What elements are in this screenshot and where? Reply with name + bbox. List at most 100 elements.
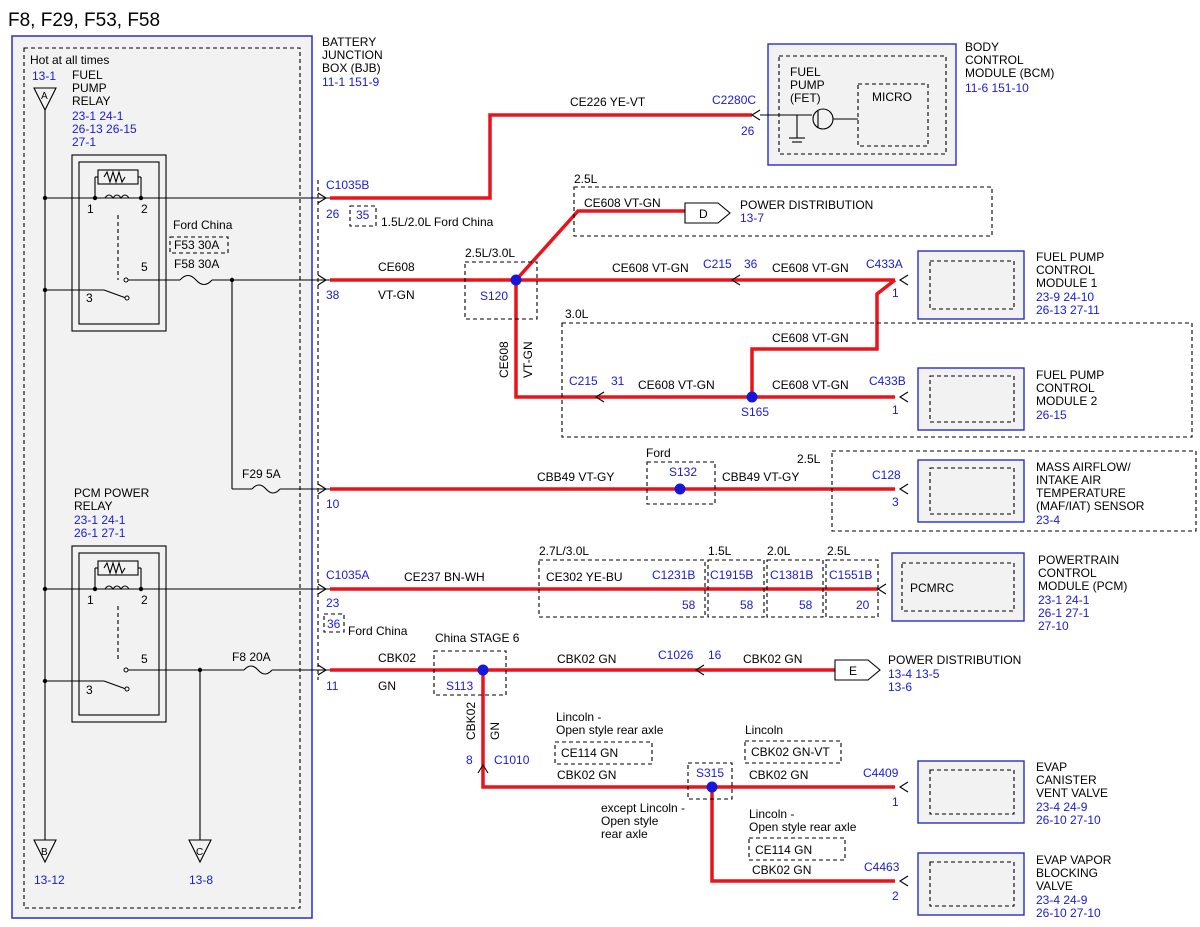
- c215-label: C215: [703, 257, 732, 271]
- c1035a-label: C1035A: [326, 568, 369, 582]
- bcm-fet-1: FUEL: [790, 65, 821, 79]
- fpcm1-label-2: CONTROL: [1036, 263, 1095, 277]
- fpr-switch-icon: [42, 277, 130, 301]
- c1035a-pin: 23: [326, 596, 340, 610]
- evap-block-label-2: BLOCKING: [1036, 866, 1098, 880]
- pcm-variant-3: 2.0L: [767, 544, 791, 558]
- fuse-f58: F58 30A: [174, 257, 219, 271]
- diagram-title: F8, F29, F53, F58: [8, 10, 160, 31]
- lincoln-note-1a: Lincoln -: [556, 710, 601, 724]
- fuse-f8: F8 20A: [232, 650, 271, 664]
- conn-a-letter: A: [41, 91, 48, 102]
- fpr-box-outer: [71, 154, 167, 332]
- pcmr-label-1: PCM POWER: [74, 486, 150, 500]
- pd-d-variant: 2.5L: [574, 172, 598, 186]
- pcm-ref-1: 23-1 24-1: [1038, 593, 1090, 607]
- pcm-box: [891, 552, 1025, 622]
- wire-ce608-d: CE608 VT-GN: [584, 196, 661, 210]
- conn-c-triangle: [188, 839, 212, 864]
- wire-vtgn-s120: VT-GN: [378, 288, 415, 302]
- c4463-pin: 2: [892, 889, 899, 903]
- c1035b-pin: 26: [326, 207, 340, 221]
- pcmr-ref-1: 23-1 24-1: [74, 513, 126, 527]
- pcm-label-2: CONTROL: [1038, 566, 1097, 580]
- fpcm2-label-3: MODULE 2: [1036, 394, 1098, 408]
- s132-node: [674, 483, 686, 495]
- fpcm2-label-2: CONTROL: [1036, 381, 1095, 395]
- alt-ce114-3: CE114 GN: [755, 843, 812, 857]
- wires: [330, 113, 897, 883]
- c433b-label: C433B: [869, 374, 906, 388]
- s120-variant: 2.5L/3.0L: [465, 246, 515, 260]
- evap-vent-ref-2: 26-10 27-10: [1036, 813, 1101, 827]
- pcmr-pin5: 5: [141, 652, 148, 666]
- c4463-label: C4463: [864, 860, 900, 874]
- pd-d-letter: D: [699, 207, 708, 221]
- pd-e-label: POWER DISTRIBUTION: [888, 653, 1021, 667]
- wire-gn-vert: GN: [488, 722, 502, 740]
- wire-cbb49-right: CBB49 VT-GY: [722, 470, 799, 484]
- c1010-label: C1010: [494, 753, 530, 767]
- fpcm1-box: [917, 250, 1025, 320]
- fpr-ref-1: 23-1 24-1: [72, 109, 124, 123]
- fuse-f29: F29 5A: [242, 467, 281, 481]
- bjb-box: [11, 35, 313, 919]
- s120-node: [510, 274, 522, 286]
- pcm-ref-3: 27-10: [1038, 619, 1069, 633]
- maf-label-1: MASS AIRFLOW/: [1036, 460, 1131, 474]
- evap-block-label-3: VALVE: [1036, 879, 1073, 893]
- fpr-pin2: 2: [141, 202, 148, 216]
- conn-c-letter: C: [196, 847, 203, 858]
- c1381b-pin: 58: [799, 598, 813, 612]
- fpcm1-label-1: FUEL PUMP: [1036, 250, 1104, 264]
- bjb-label-1: BATTERY: [322, 35, 376, 49]
- c1231b-label: C1231B: [652, 568, 695, 582]
- fpr-label-1: FUEL: [72, 68, 103, 82]
- c215-31-arrow: [594, 391, 605, 403]
- evap-vent-box: [917, 760, 1025, 824]
- lincoln-note-1b: Open style rear axle: [556, 723, 664, 737]
- wire-cbk02-evap-vb: CBK02 GN: [752, 863, 811, 877]
- fpcm1-ref-2: 26-13 27-11: [1036, 303, 1100, 317]
- c1035b-alt-pin: 35: [356, 208, 370, 222]
- s113-label: S113: [446, 679, 473, 693]
- maf-box: [917, 459, 1025, 523]
- c1915b-label: C1915B: [710, 568, 753, 582]
- pcm-variant-1: 2.7L/3.0L: [539, 544, 589, 558]
- wire-ce302: CE302 YE-BU: [546, 570, 622, 584]
- c215-36-arrow: [730, 274, 741, 286]
- c433a-pin: 1: [892, 286, 899, 300]
- s113-node: [477, 664, 489, 676]
- bjb-label-2: JUNCTION: [322, 48, 383, 62]
- fpr-pin3: 3: [86, 291, 93, 305]
- lincoln-note-3b: Open style rear axle: [749, 820, 857, 834]
- c1035b-pin10: 10: [326, 497, 340, 511]
- bjb-label-3: BOX (BJB): [322, 61, 381, 75]
- pcmr-pin3: 3: [86, 683, 93, 697]
- bcm-box: [767, 43, 957, 166]
- s120-label: S120: [480, 289, 508, 303]
- pcm-label-3: MODULE (PCM): [1038, 579, 1127, 593]
- c128-pin: 3: [892, 495, 899, 509]
- c4409-label: C4409: [863, 766, 899, 780]
- pd-e-connector-icon: [834, 659, 881, 681]
- evap-block-ref-1: 23-4 24-9: [1036, 893, 1088, 907]
- wire-gn-a: GN: [378, 679, 396, 693]
- pcmr-pin1: 1: [87, 593, 94, 607]
- c1026-pin: 16: [708, 648, 722, 662]
- conn-c-ref: 13-8: [189, 873, 213, 887]
- c1035b-label: C1035B: [326, 178, 369, 192]
- bcm-ref: 11-6 151-10: [965, 81, 1029, 95]
- bcm-fet-3: (FET): [790, 91, 821, 105]
- wire-cbk02-mid: CBK02 GN: [557, 652, 616, 666]
- bjb-inner-box: [23, 47, 301, 909]
- pd-e-refs: 13-4 13-5: [888, 667, 940, 681]
- conn-a-ref: 13-1: [32, 69, 56, 83]
- bcm-micro: MICRO: [872, 90, 912, 104]
- bcm-fet-icon: [760, 108, 858, 143]
- lincoln-note-3a: Lincoln -: [749, 807, 794, 821]
- alt-ce114-1: CE114 GN: [561, 746, 618, 760]
- c433b-pin: 1: [892, 403, 899, 417]
- wire-ce608-vert: CE608: [497, 341, 511, 378]
- wire-cbk02-vert: CBK02: [464, 702, 478, 740]
